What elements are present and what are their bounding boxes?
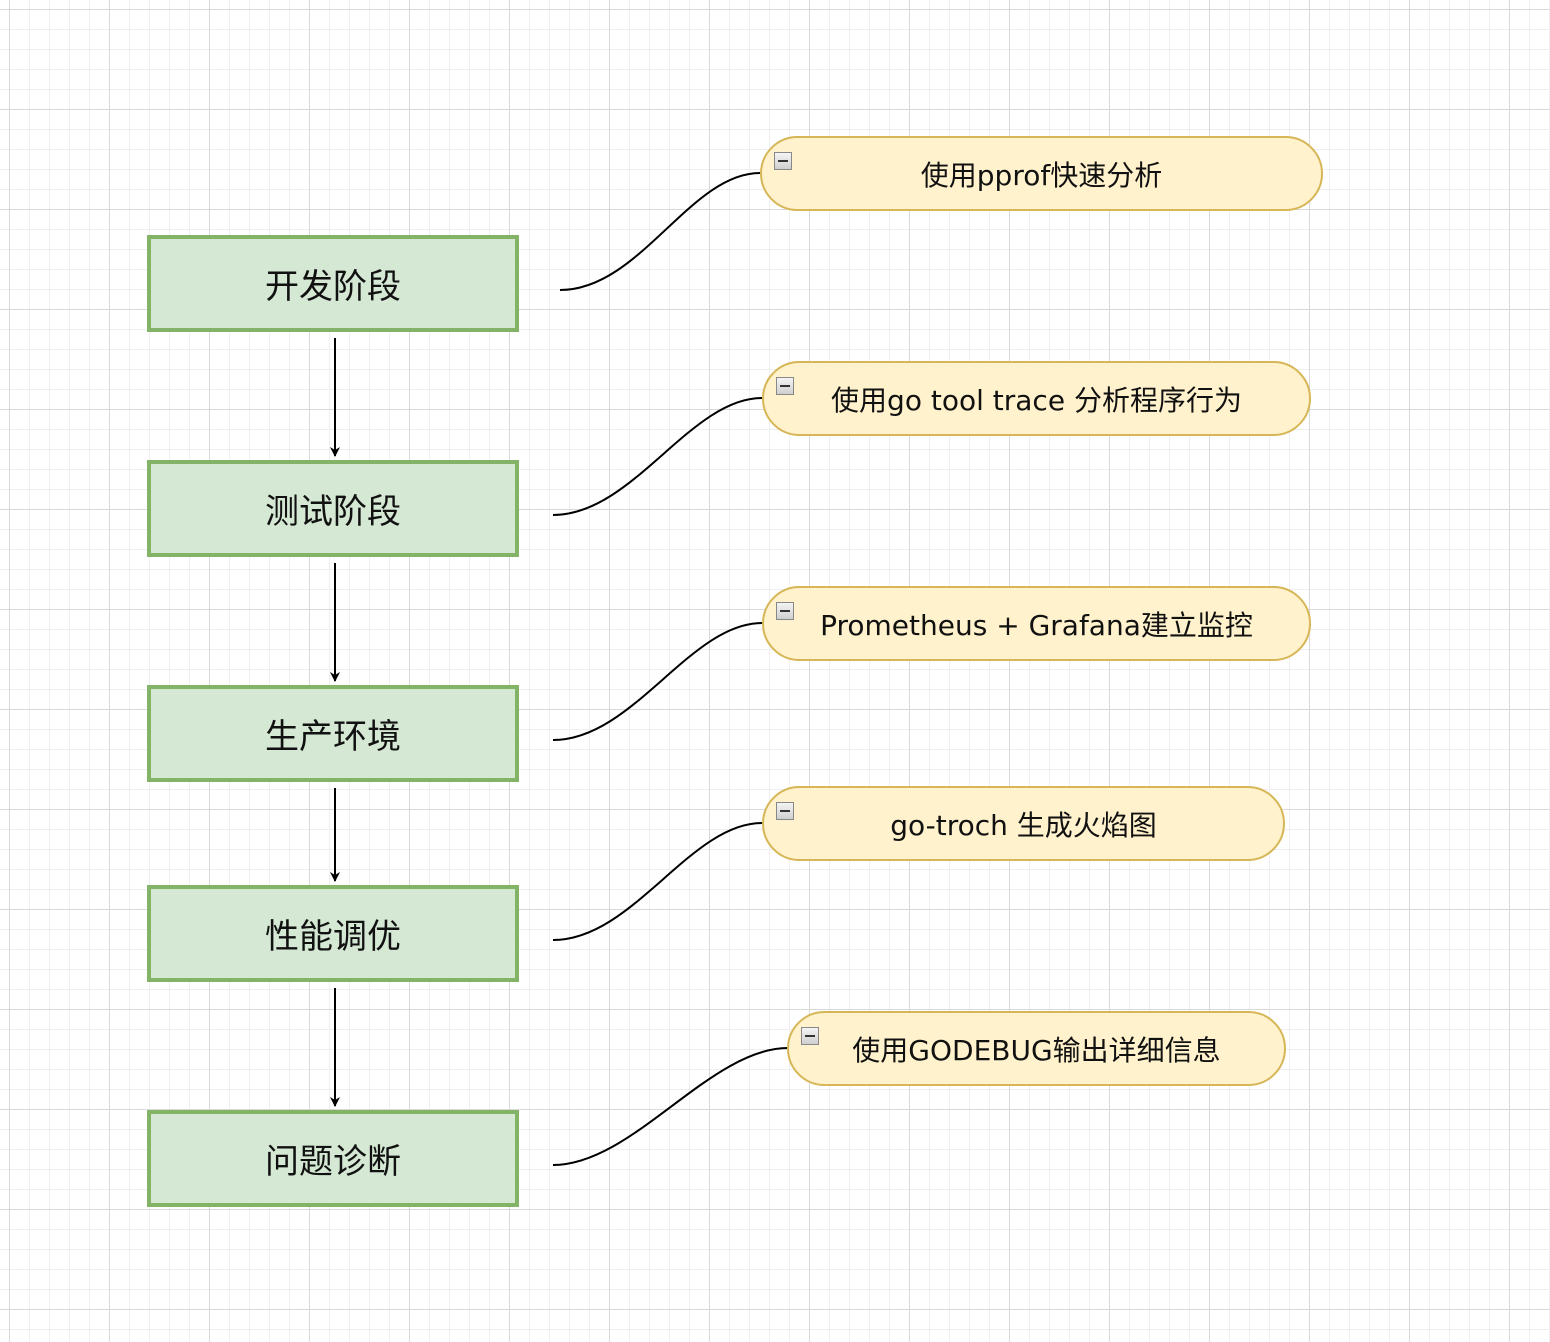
stage-development[interactable]: 开发阶段	[147, 235, 519, 332]
note-pprof[interactable]: 使用pprof快速分析	[760, 136, 1323, 211]
note-connector-5	[552, 1047, 789, 1166]
collapse-minus-icon[interactable]	[776, 602, 794, 620]
note-text: 使用GODEBUG输出详细信息	[852, 1033, 1221, 1067]
note-text: 使用go tool trace 分析程序行为	[831, 383, 1242, 417]
collapse-minus-icon[interactable]	[776, 377, 794, 395]
note-connector-2	[552, 397, 763, 516]
collapse-minus-icon[interactable]	[776, 802, 794, 820]
note-monitoring[interactable]: Prometheus + Grafana建立监控	[762, 586, 1311, 661]
note-text: Prometheus + Grafana建立监控	[820, 608, 1253, 642]
stage-troubleshooting[interactable]: 问题诊断	[147, 1110, 519, 1207]
collapse-minus-icon[interactable]	[774, 152, 792, 170]
stage-testing[interactable]: 测试阶段	[147, 460, 519, 557]
stage-label: 生产环境	[265, 717, 401, 757]
note-connector-4	[552, 822, 763, 941]
stage-label: 性能调优	[265, 917, 401, 957]
note-godebug[interactable]: 使用GODEBUG输出详细信息	[787, 1011, 1286, 1086]
stage-label: 测试阶段	[265, 492, 401, 532]
stage-label: 问题诊断	[265, 1142, 401, 1182]
note-trace[interactable]: 使用go tool trace 分析程序行为	[762, 361, 1311, 436]
stage-label: 开发阶段	[265, 267, 401, 307]
stage-production[interactable]: 生产环境	[147, 685, 519, 782]
stage-performance-tuning[interactable]: 性能调优	[147, 885, 519, 982]
note-text: go-troch 生成火焰图	[890, 808, 1157, 842]
note-connector-3	[552, 622, 763, 741]
note-flamegraph[interactable]: go-troch 生成火焰图	[762, 786, 1285, 861]
collapse-minus-icon[interactable]	[801, 1027, 819, 1045]
note-text: 使用pprof快速分析	[920, 158, 1163, 192]
note-connector-1	[559, 172, 761, 291]
